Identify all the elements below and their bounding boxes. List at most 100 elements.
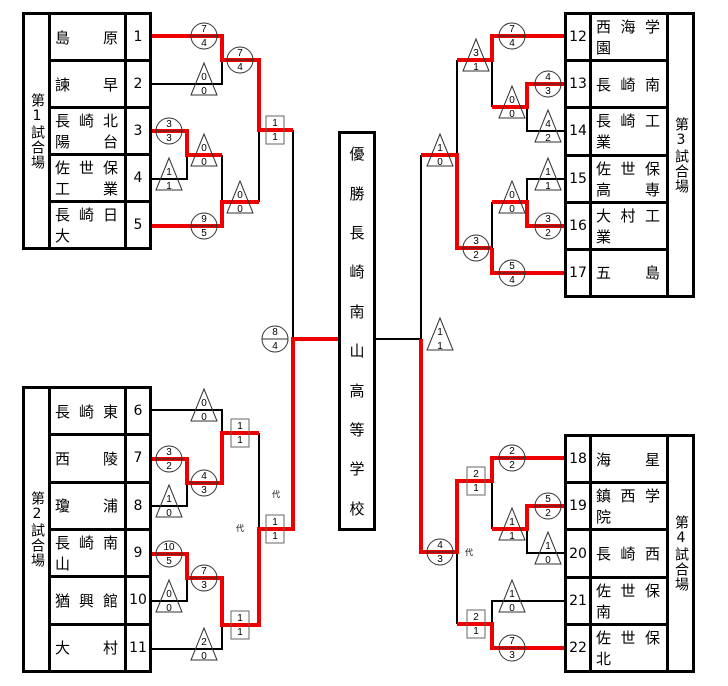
score-triangle: 10 <box>534 530 562 566</box>
score-bottom: 3 <box>437 554 443 565</box>
team-number: 3 <box>124 109 149 153</box>
team-name: 大村工業 <box>596 206 662 246</box>
score-bottom: 0 <box>201 86 207 97</box>
score-circle: 73 <box>190 564 218 592</box>
score-top: 3 <box>473 236 479 247</box>
score-bottom: 0 <box>201 412 207 423</box>
team-number: 21 <box>567 578 592 623</box>
score-top: 1 <box>437 143 443 154</box>
winner-path-line <box>421 153 492 250</box>
score-bottom: 3 <box>545 86 551 97</box>
score-bottom: 1 <box>166 181 172 192</box>
score-bottom: 4 <box>201 38 207 49</box>
score-top: 2 <box>473 612 479 623</box>
score-top: 1 <box>237 613 243 624</box>
team-name: 佐世保北 <box>596 628 662 668</box>
score-square: 21 <box>466 466 486 496</box>
score-circle: 43 <box>190 469 218 497</box>
score-bottom: 1 <box>473 626 479 637</box>
score-triangle: 00 <box>498 179 526 215</box>
score-top: 4 <box>545 119 551 130</box>
team-name: 猶興館 <box>55 591 120 610</box>
champion-team-char: 長 <box>349 223 365 242</box>
team-name: 島原 <box>55 28 120 47</box>
score-triangle: 00 <box>226 179 254 215</box>
score-top: 8 <box>272 327 278 338</box>
score-triangle: 11 <box>498 506 526 542</box>
team-number: 19 <box>567 484 592 529</box>
score-top: 0 <box>201 143 207 154</box>
score-circle: 32 <box>462 234 490 262</box>
score-bottom: 1 <box>237 435 243 446</box>
team-number: 20 <box>567 531 592 576</box>
score-top: 0 <box>201 72 207 83</box>
venue-label: 第1試合場 <box>25 15 51 247</box>
score-circle: 33 <box>155 117 183 145</box>
bracket-line <box>375 155 422 340</box>
champion-box: 優 勝 長 崎 南 山 高 等 学 校 <box>338 131 376 531</box>
score-top: 0 <box>166 589 172 600</box>
winner-path-line <box>490 248 564 275</box>
score-bottom: 1 <box>545 181 551 192</box>
score-bottom: 5 <box>201 228 207 239</box>
team-name: 西陵 <box>55 449 120 468</box>
score-triangle: 00 <box>190 387 218 423</box>
team-number: 5 <box>124 203 149 247</box>
score-triangle: 10 <box>498 578 526 614</box>
score-circle: 32 <box>155 445 183 473</box>
team-name: 佐世保南 <box>596 581 662 621</box>
bracket-line <box>151 409 223 433</box>
team-name: 長崎北陽台 <box>55 112 120 151</box>
score-bottom: 0 <box>166 508 172 519</box>
team-number: 14 <box>567 109 592 154</box>
score-top: 10 <box>163 542 175 553</box>
score-square: 11 <box>265 115 285 145</box>
score-triangle: 00 <box>498 84 526 120</box>
team-name: 西海学園 <box>596 18 662 58</box>
score-top: 0 <box>509 95 515 106</box>
score-bottom: 1 <box>473 483 479 494</box>
score-top: 7 <box>201 24 207 35</box>
champion-team-char: 南 <box>349 302 365 321</box>
score-top: 1 <box>272 517 278 528</box>
score-triangle: 00 <box>155 578 183 614</box>
score-bottom: 0 <box>237 204 243 215</box>
team-name: 長崎東 <box>55 402 120 421</box>
champion-team-char: 崎 <box>349 263 365 282</box>
score-bottom: 0 <box>437 157 443 168</box>
score-square: 11 <box>230 418 250 448</box>
team-number: 22 <box>567 625 592 671</box>
team-number: 10 <box>124 578 149 623</box>
score-square: 11 <box>265 514 285 544</box>
score-top: 5 <box>545 494 551 505</box>
team-name: 長崎南山 <box>55 534 120 574</box>
score-top: 2 <box>201 637 207 648</box>
team-name: 瓊浦 <box>55 497 120 516</box>
team-name: 長崎工業 <box>596 112 662 152</box>
score-circle: 105 <box>155 540 183 568</box>
score-circle: 84 <box>261 325 289 353</box>
score-bottom: 2 <box>473 250 479 261</box>
score-top: 7 <box>509 24 515 35</box>
score-top: 7 <box>237 48 243 59</box>
score-bottom: 0 <box>201 157 207 168</box>
score-top: 1 <box>166 167 172 178</box>
score-bottom: 3 <box>509 650 515 661</box>
score-bottom: 4 <box>272 341 278 352</box>
score-bottom: 2 <box>166 461 172 472</box>
score-bottom: 4 <box>237 62 243 73</box>
score-triangle: 42 <box>534 108 562 144</box>
bracket-line <box>151 60 223 85</box>
